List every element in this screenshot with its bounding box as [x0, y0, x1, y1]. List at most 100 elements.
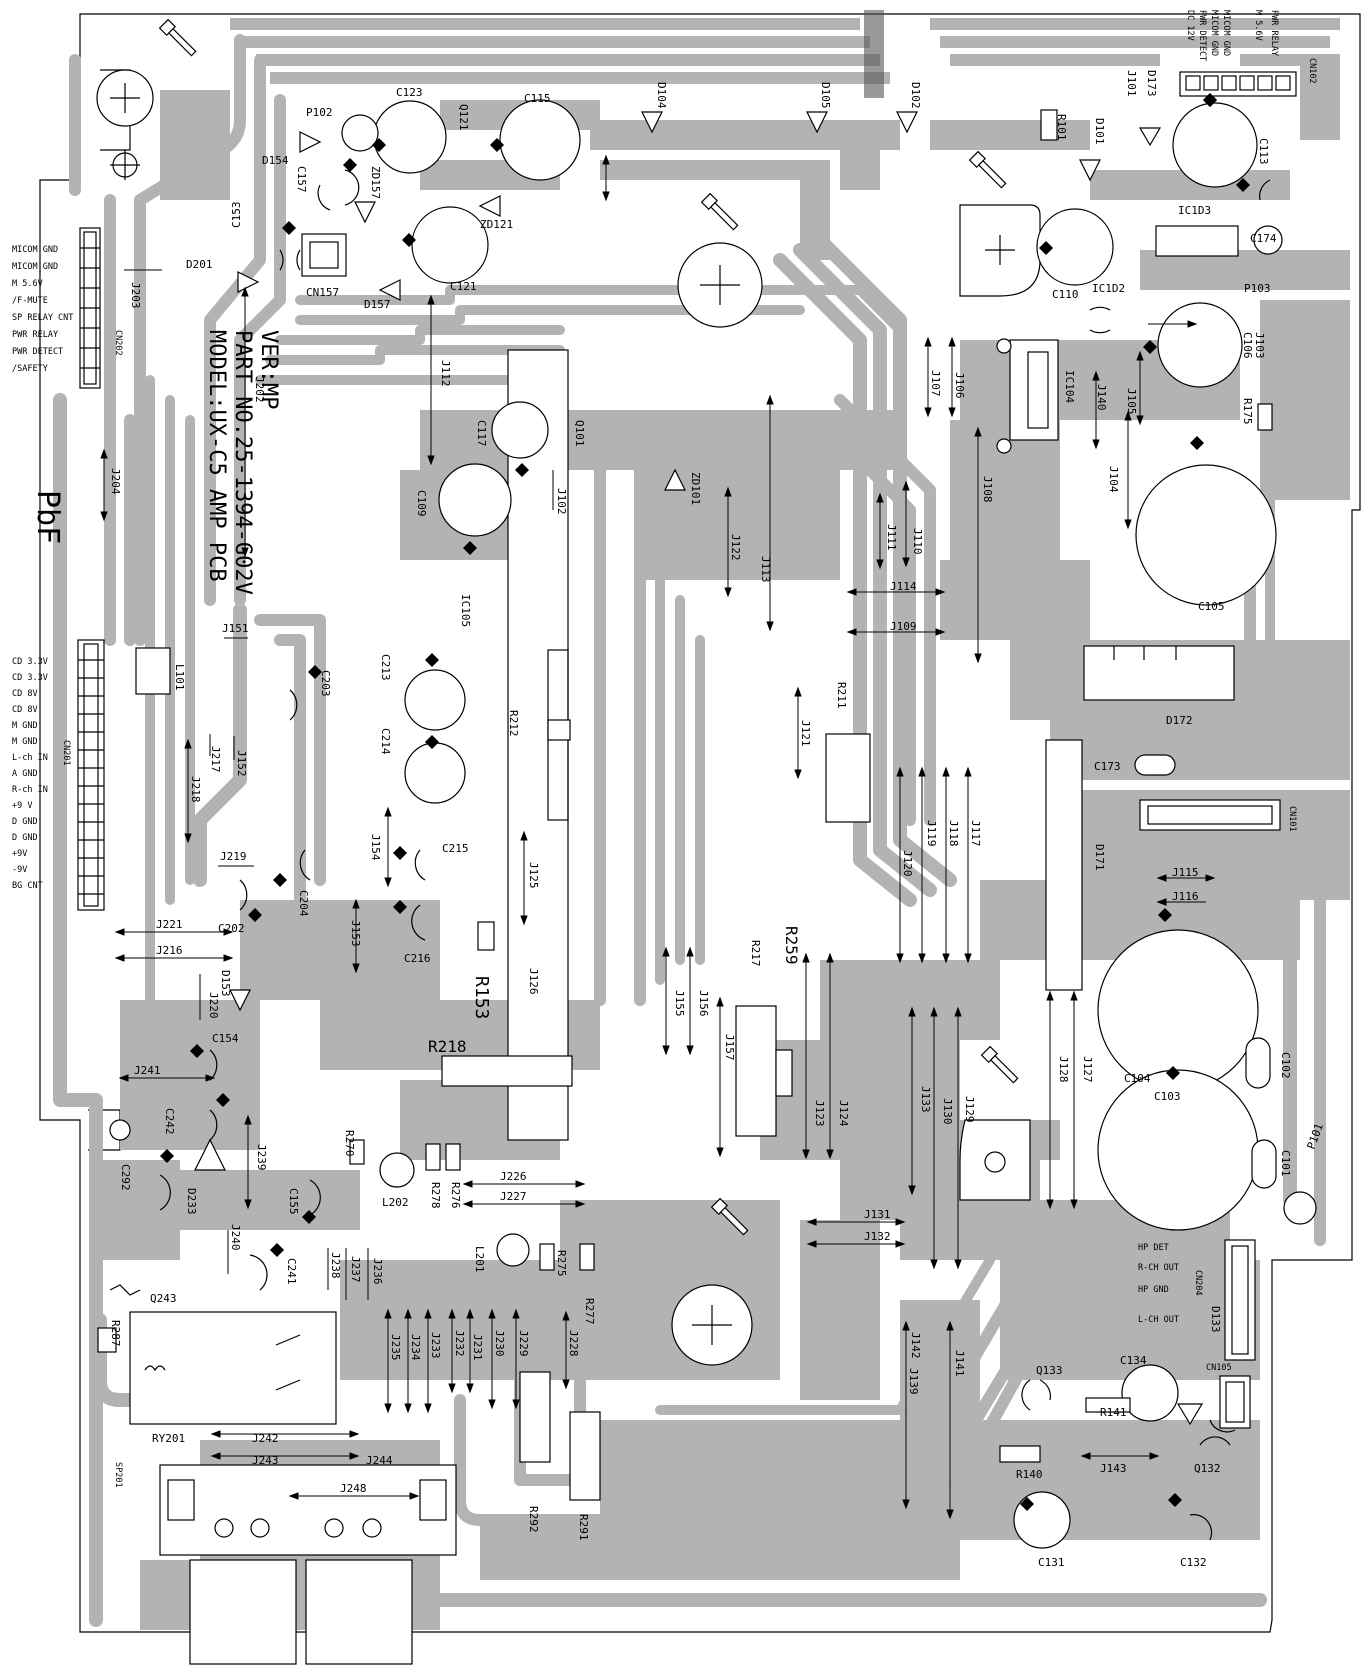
- label-cn202-pins-2: M 5.6V: [12, 279, 43, 289]
- label-ry201: RY201: [152, 1432, 185, 1445]
- label-r175: R175: [1241, 398, 1254, 425]
- label-r287: R287: [109, 1320, 122, 1347]
- label-j113: J113: [759, 556, 772, 583]
- cn102-connector: [1179, 71, 1297, 97]
- label-j156: J156: [697, 990, 710, 1017]
- label-j127: J127: [1081, 1056, 1094, 1083]
- label-j229: J229: [517, 1330, 530, 1357]
- label-j121: J121: [799, 720, 812, 747]
- cn201-connector: [77, 639, 105, 911]
- label-cn201-pins-10: D GND: [12, 817, 38, 827]
- cn105-connector: [1219, 1375, 1251, 1429]
- label-r275: R275: [555, 1250, 568, 1277]
- label-j203: J203: [129, 282, 142, 309]
- label-cn204-pins-3: L-CH OUT: [1138, 1315, 1179, 1325]
- label-d153: D153: [219, 970, 232, 997]
- label-j110: J110: [911, 528, 924, 555]
- label-c104: C104: [1124, 1072, 1151, 1085]
- label-c101: C101: [1279, 1150, 1292, 1177]
- label-c157: C157: [295, 166, 308, 193]
- label-cn201-pins-6: L-ch IN: [12, 753, 48, 763]
- screw-icons: [158, 18, 1019, 1236]
- label-q101: Q101: [573, 420, 586, 447]
- cn157-label: CN157: [306, 286, 339, 299]
- label-j108: J108: [981, 476, 994, 503]
- label-p102: P102: [306, 106, 333, 119]
- label-c106: C106: [1241, 332, 1254, 359]
- label-c242: C242: [163, 1108, 176, 1135]
- label-ic1d2: IC1D2: [1092, 282, 1125, 295]
- label-c216: C216: [404, 952, 431, 965]
- label-j140: J140: [1095, 384, 1108, 411]
- label-j219: J219: [220, 850, 247, 863]
- label-j217: J217: [209, 746, 222, 773]
- label-c109: C109: [415, 490, 428, 517]
- label-j248: J248: [340, 1482, 367, 1495]
- label-j109: J109: [890, 620, 917, 633]
- label-j227: J227: [500, 1190, 527, 1203]
- cn204-connector: [1224, 1239, 1256, 1361]
- label-r291: R291: [577, 1514, 590, 1541]
- ic104-regulator: [996, 338, 1059, 454]
- label-cn201-pins-0: CD 3.3V: [12, 657, 48, 667]
- label-cn204-pins-1: R-CH OUT: [1138, 1263, 1179, 1273]
- label-zd101: ZD101: [689, 472, 702, 505]
- label-cn201-pins-13: -9V: [12, 865, 27, 875]
- label-r101: R101: [1055, 114, 1068, 141]
- label-cn102-pins-1: PWR DETECT: [1197, 10, 1207, 61]
- label-j228: J228: [567, 1330, 580, 1357]
- label-r277: R277: [583, 1298, 596, 1325]
- label-r140: R140: [1016, 1468, 1043, 1481]
- label-j234: J234: [409, 1334, 422, 1361]
- label-r141: R141: [1100, 1406, 1127, 1419]
- cn204-pin-labels: HP DET R-CH OUT HP GND L-CH OUT CN204: [1138, 1243, 1203, 1325]
- label-c203: C203: [319, 670, 332, 697]
- label-cn202-pins-1: MICOM GND: [12, 262, 58, 272]
- label-j111: J111: [885, 524, 898, 551]
- label-cn204-pins-2: HP GND: [1138, 1285, 1169, 1295]
- label-j119: J119: [925, 820, 938, 847]
- label-c155: C155: [287, 1188, 300, 1215]
- label-cn204-ref: CN204: [1193, 1270, 1203, 1296]
- label-c115: C115: [524, 92, 551, 105]
- d172-bridge: [1083, 645, 1235, 701]
- label-j114: J114: [890, 580, 917, 593]
- label-cn202-ref: CN202: [113, 330, 123, 356]
- label-c214: C214: [379, 728, 392, 755]
- label-r212: R212: [507, 710, 520, 737]
- board-outline: [39, 13, 1361, 1633]
- label-ic1d3: IC1D3: [1178, 204, 1211, 217]
- label-j239: J239: [255, 1144, 268, 1171]
- cn202-pin-labels: MICOM GND MICOM GND M 5.6V /F-MUTE SP RE…: [12, 245, 123, 374]
- label-j155: J155: [673, 990, 686, 1017]
- label-j131: J131: [864, 1208, 891, 1221]
- cn101-label: CN101: [1287, 806, 1297, 832]
- label-p103: P103: [1244, 282, 1271, 295]
- label-c292: C292: [119, 1164, 132, 1191]
- label-j105: J105: [1125, 388, 1138, 415]
- label-cn102-pins-5: PWR RELAY: [1269, 10, 1279, 56]
- label-c173: C173: [1094, 760, 1121, 773]
- label-j141: J141: [953, 1350, 966, 1377]
- label-j151: J151: [222, 622, 249, 635]
- label-c134: C134: [1120, 1354, 1147, 1367]
- label-j130: J130: [941, 1098, 954, 1125]
- model-line-3: VER:MP: [256, 330, 281, 409]
- hatched-strip: [864, 10, 884, 98]
- label-cn202-pins-7: /SAFETY: [12, 364, 48, 374]
- label-d154: D154: [262, 154, 289, 167]
- label-cn201-pins-9: +9 V: [12, 801, 32, 811]
- label-q132: Q132: [1194, 1462, 1221, 1475]
- label-cn102-pins-0: DC 12V: [1185, 10, 1195, 41]
- label-j132: J132: [864, 1230, 891, 1243]
- label-j107: J107: [929, 370, 942, 397]
- label-cn201-pins-8: R-ch IN: [12, 785, 48, 795]
- label-j233: J233: [429, 1332, 442, 1359]
- label-j232: J232: [453, 1330, 466, 1357]
- label-cn201-pins-5: M GND: [12, 737, 38, 747]
- label-l101: L101: [173, 664, 186, 691]
- label-j124: J124: [837, 1100, 850, 1127]
- jumper-arrows: [100, 154, 1216, 1520]
- label-r259: R259: [782, 926, 801, 965]
- label-j221: J221: [156, 918, 183, 931]
